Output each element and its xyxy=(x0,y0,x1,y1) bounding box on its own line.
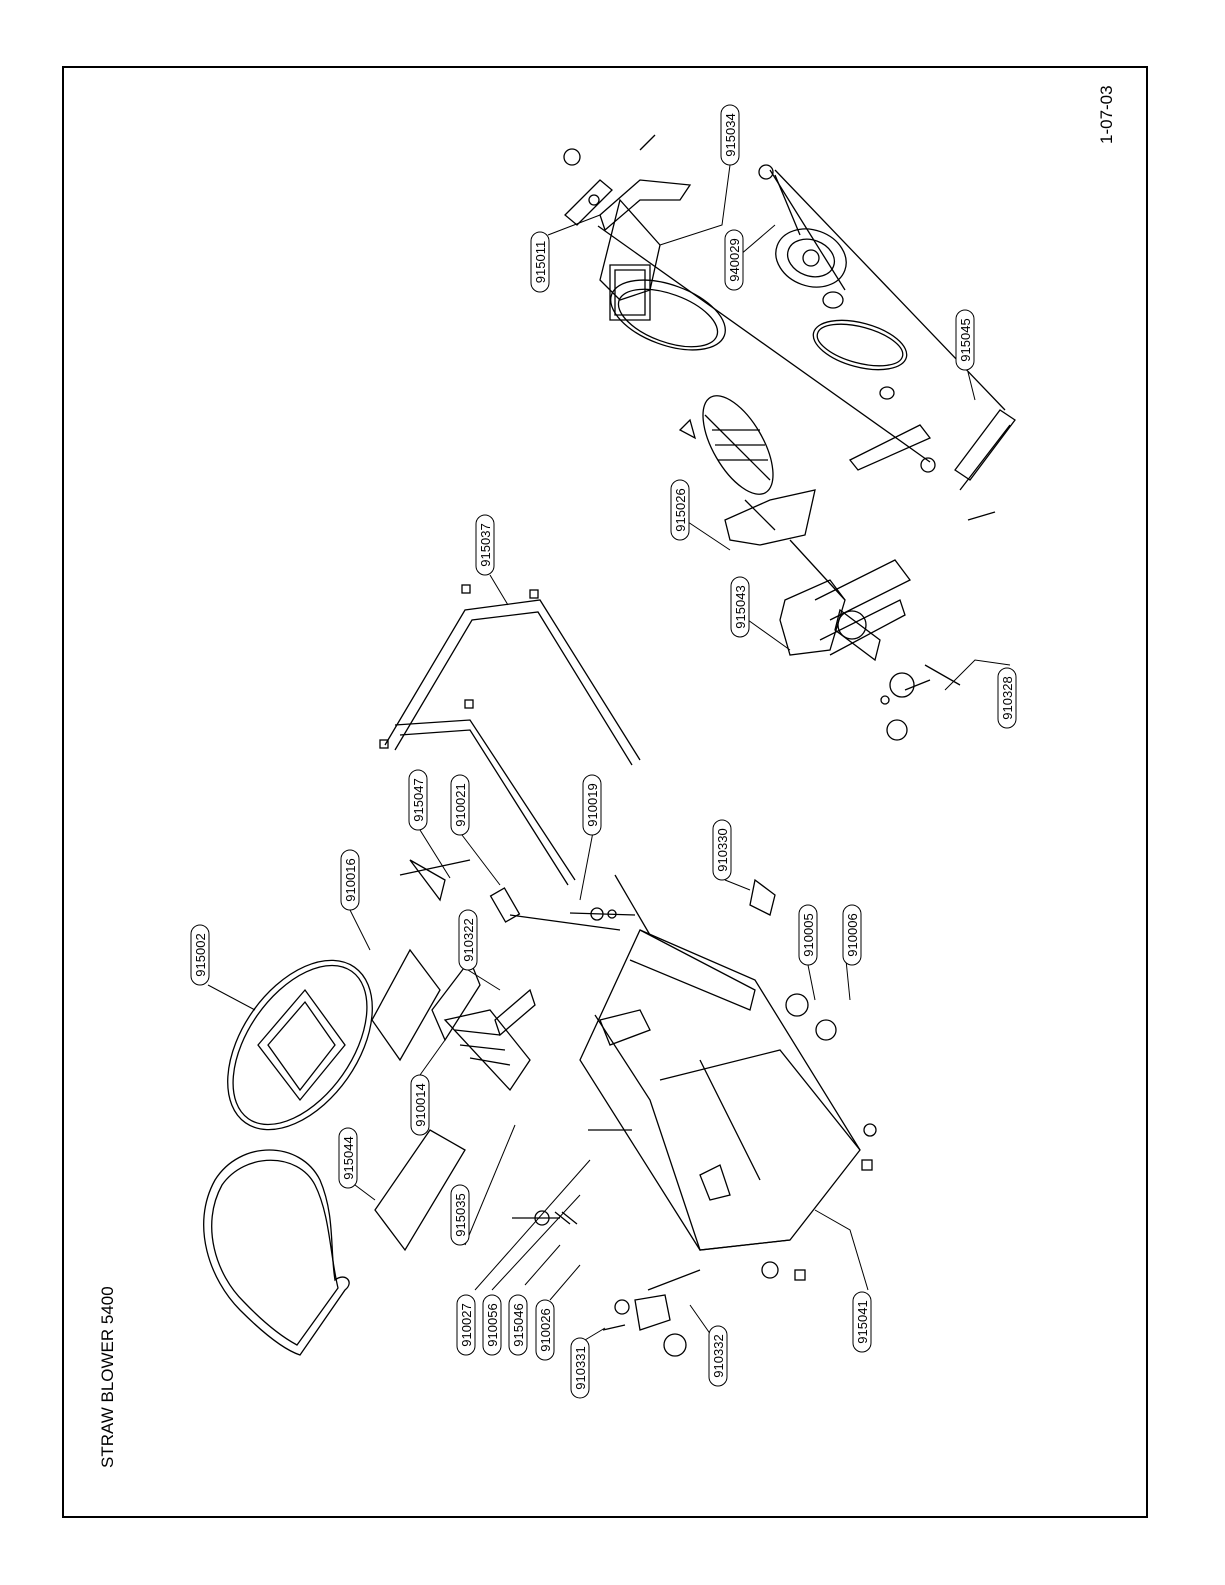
part-label-940029: 940029 xyxy=(725,230,743,290)
part-label-915002: 915002 xyxy=(191,925,209,985)
svg-text:910056: 910056 xyxy=(485,1303,500,1346)
part-label-915035: 915035 xyxy=(451,1185,469,1245)
svg-text:915041: 915041 xyxy=(855,1300,870,1343)
part-label-910328: 910328 xyxy=(998,668,1016,728)
part-label-910016: 910016 xyxy=(341,850,359,910)
svg-text:915037: 915037 xyxy=(478,523,493,566)
part-label-915046: 915046 xyxy=(509,1295,527,1355)
rotor-assembly xyxy=(680,385,815,545)
part-label-915034: 915034 xyxy=(721,105,739,165)
svg-text:915011: 915011 xyxy=(533,241,548,283)
svg-text:915045: 915045 xyxy=(958,318,973,361)
part-label-915026: 915026 xyxy=(671,480,689,540)
outer-hoop xyxy=(204,1150,349,1355)
svg-text:910331: 910331 xyxy=(573,1346,588,1389)
part-label-910005: 910005 xyxy=(799,905,817,965)
part-label-915043: 915043 xyxy=(731,577,749,637)
svg-text:915002: 915002 xyxy=(193,933,208,976)
part-label-910014: 910014 xyxy=(411,1075,429,1135)
svg-text:910019: 910019 xyxy=(585,783,600,826)
svg-text:910021: 910021 xyxy=(453,783,468,826)
part-label-910027: 910027 xyxy=(457,1295,475,1355)
svg-text:915044: 915044 xyxy=(341,1136,356,1179)
part-label-915041: 915041 xyxy=(853,1292,871,1352)
part-label-915045: 915045 xyxy=(956,310,974,370)
svg-text:915026: 915026 xyxy=(673,488,688,531)
part-label-910006: 910006 xyxy=(843,905,861,965)
part-label-910331: 910331 xyxy=(571,1338,589,1398)
svg-text:915043: 915043 xyxy=(733,585,748,628)
part-label-915047: 915047 xyxy=(409,770,427,830)
svg-text:910322: 910322 xyxy=(461,918,476,961)
svg-text:910016: 910016 xyxy=(343,858,358,901)
tube-frame xyxy=(380,585,640,885)
part-label-910332: 910332 xyxy=(709,1326,727,1386)
part-label-910021: 910021 xyxy=(451,775,469,835)
svg-text:910014: 910014 xyxy=(413,1083,428,1126)
svg-text:910006: 910006 xyxy=(845,913,860,956)
svg-text:940029: 940029 xyxy=(727,238,742,281)
svg-text:910332: 910332 xyxy=(711,1334,726,1377)
part-label-915037: 915037 xyxy=(476,515,494,575)
svg-text:915047: 915047 xyxy=(411,778,426,821)
round-lid xyxy=(198,934,402,1156)
svg-text:910005: 910005 xyxy=(801,913,816,956)
part-label-910026: 910026 xyxy=(536,1300,554,1360)
part-label-915011: 915011 xyxy=(531,232,549,292)
fan-housing-assembly xyxy=(564,135,1015,520)
leader-lines xyxy=(208,165,1010,1345)
part-label-910019: 910019 xyxy=(583,775,601,835)
svg-text:910026: 910026 xyxy=(538,1308,553,1351)
svg-text:915046: 915046 xyxy=(511,1303,526,1346)
part-label-915044: 915044 xyxy=(339,1128,357,1188)
part-label-910056: 910056 xyxy=(483,1295,501,1355)
part-label-910330: 910330 xyxy=(713,820,731,880)
part-labels: 915034 915011 940029 915045 915026 91503… xyxy=(191,105,1016,1398)
main-chassis xyxy=(510,875,876,1356)
svg-text:915035: 915035 xyxy=(453,1193,468,1236)
drive-frame-assembly xyxy=(780,540,960,740)
svg-text:910330: 910330 xyxy=(715,828,730,871)
part-label-910322: 910322 xyxy=(459,910,477,970)
svg-text:910328: 910328 xyxy=(1000,676,1015,719)
svg-text:915034: 915034 xyxy=(723,113,738,156)
svg-text:910027: 910027 xyxy=(459,1303,474,1346)
